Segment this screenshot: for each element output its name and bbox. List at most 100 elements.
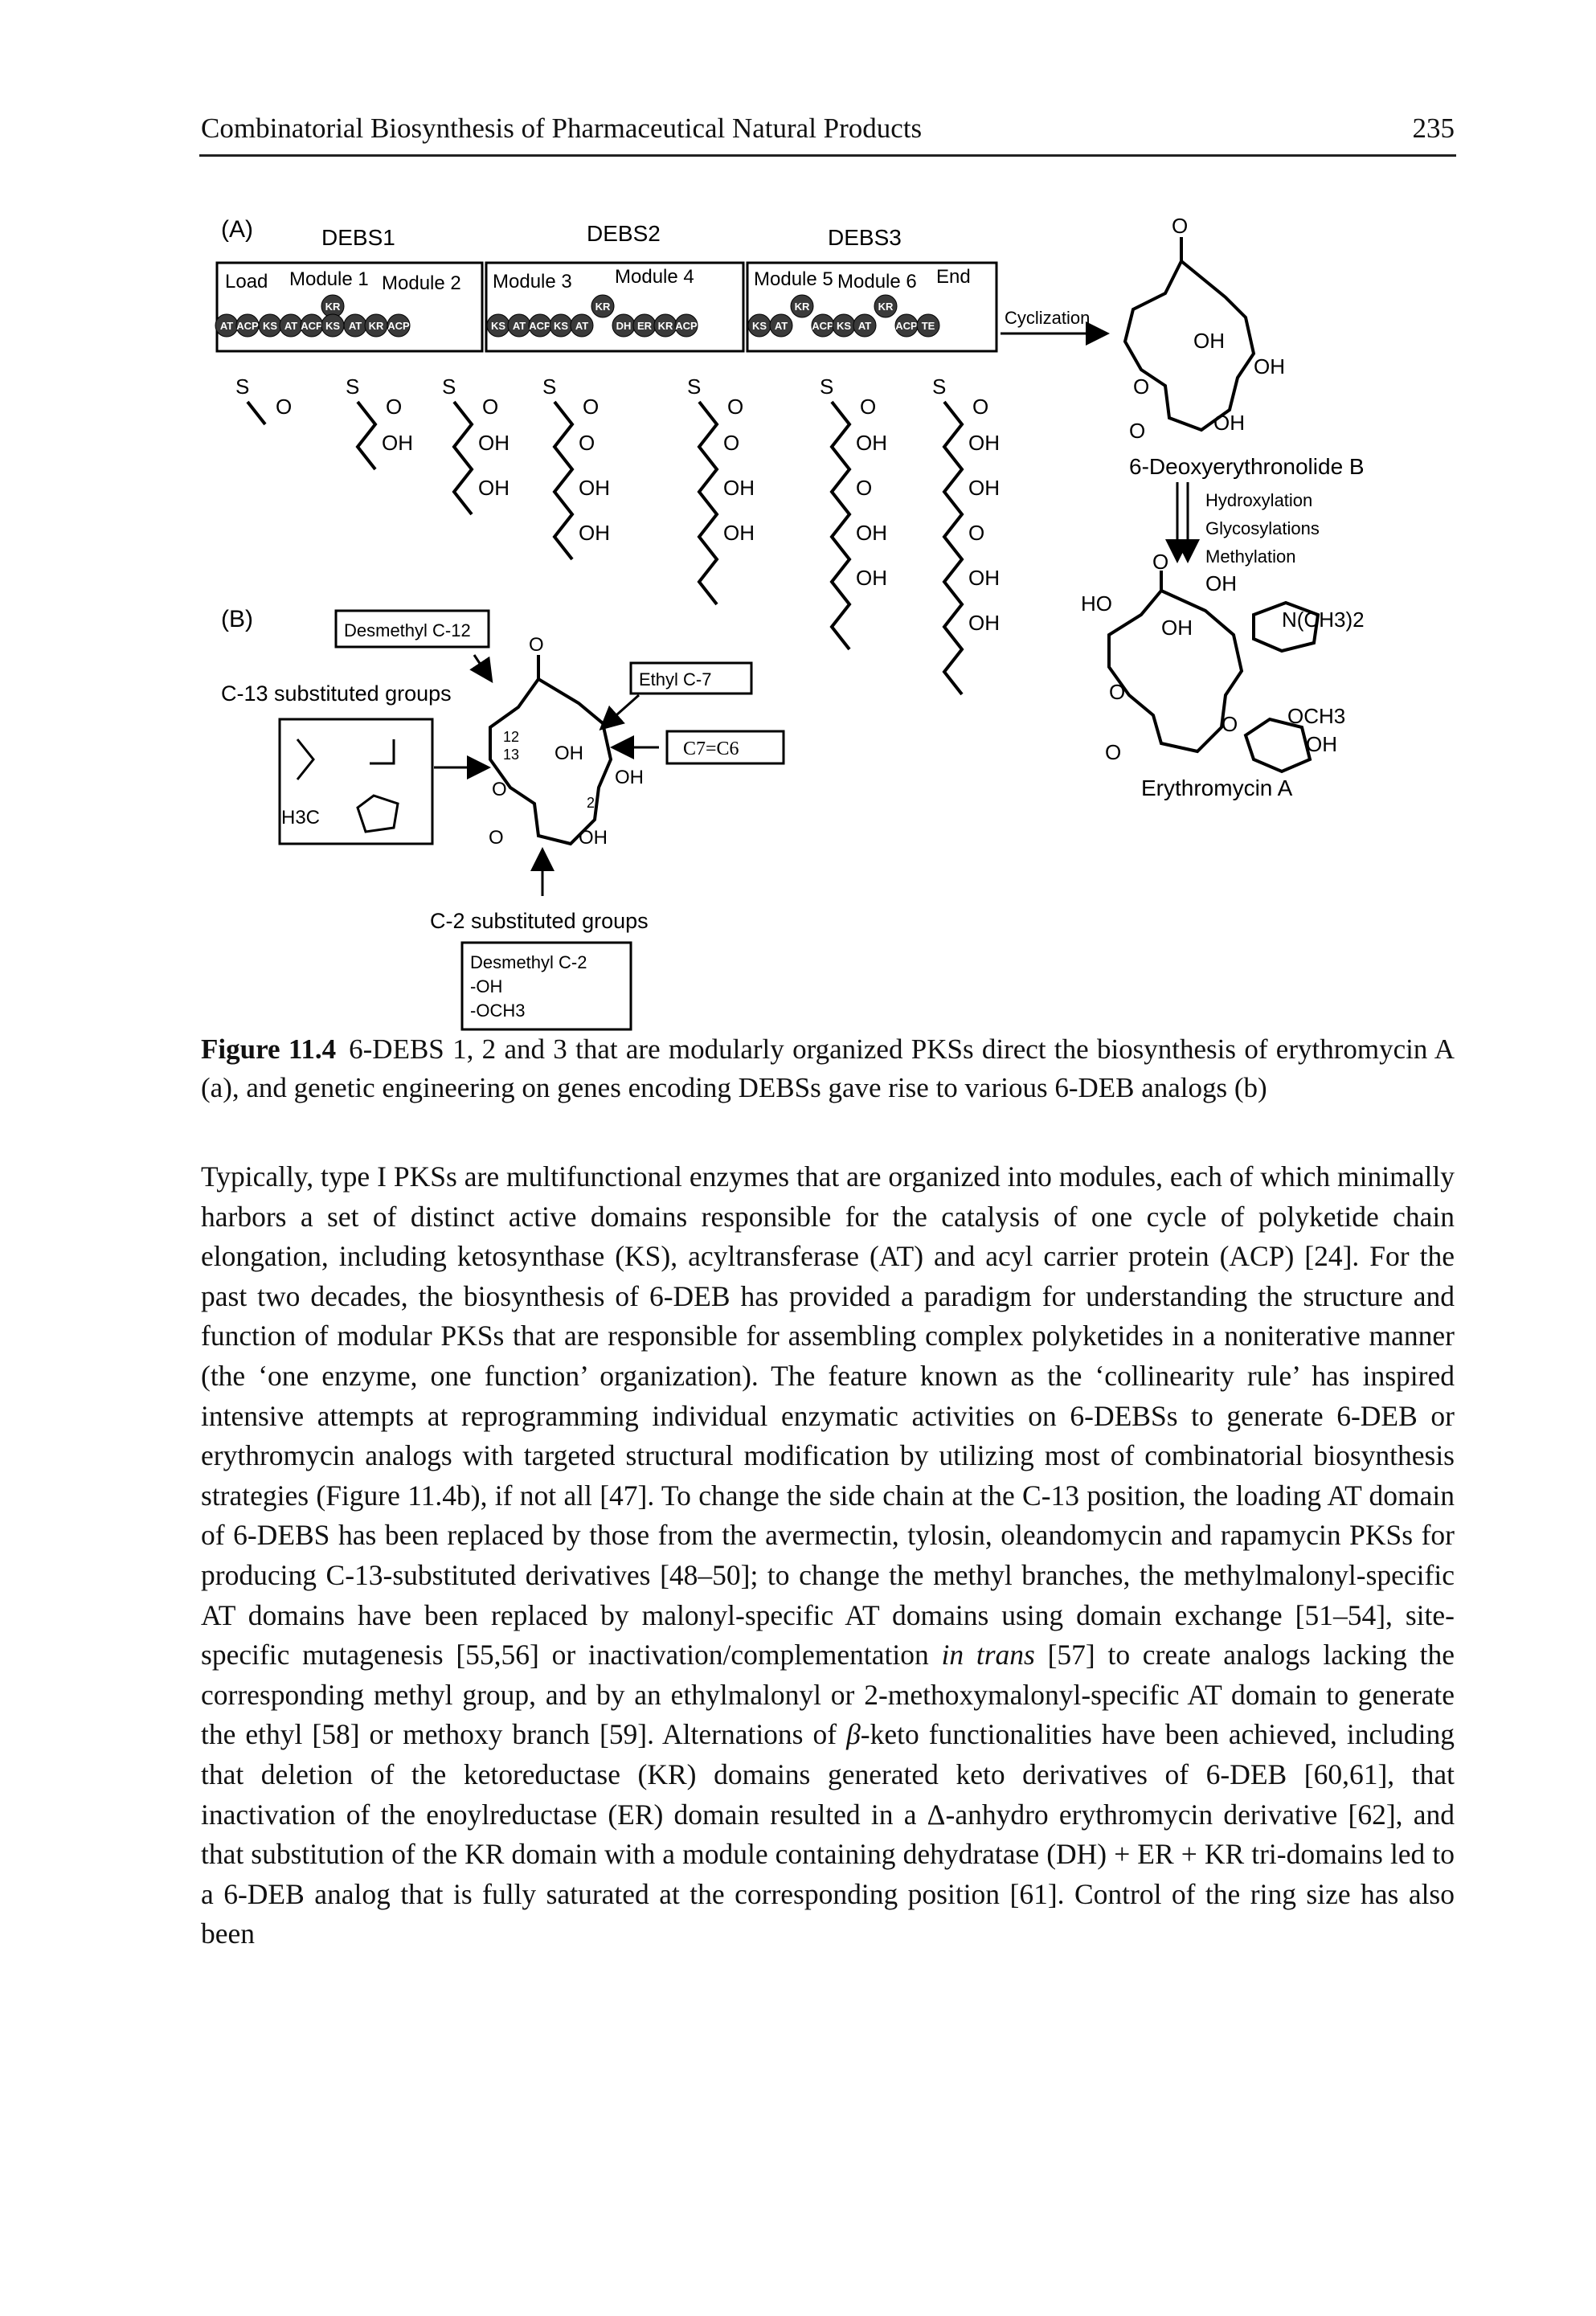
domain-label-acp: ACP (675, 320, 698, 332)
page-header: Combinatorial Biosynthesis of Pharmaceut… (201, 113, 1455, 154)
body-beta: β (846, 1718, 861, 1751)
domain-label-at: AT (775, 320, 788, 332)
debs3-label: DEBS3 (828, 225, 902, 250)
domain-label-dh: DH (616, 320, 632, 332)
thioester-o: O (972, 395, 988, 419)
ethyl-c7-label: Ethyl C-7 (639, 669, 711, 689)
body-text-part-3: -keto functionalities have been achieved… (201, 1718, 1455, 1950)
chain-substituent-oh: OH (856, 431, 887, 455)
chain-backbone (246, 400, 267, 426)
domain-label-kr: KR (595, 301, 611, 313)
caption-label: Figure 11.4 (201, 1033, 337, 1065)
analog-labels: O 12 13 OH OH OH 2 O O (489, 634, 644, 849)
domain-label-at: AT (858, 320, 871, 332)
c13-groups-box (278, 718, 434, 845)
domain-label-acp: ACP (236, 320, 259, 332)
deb-oh-1: OH (1193, 329, 1225, 353)
chain-backbone (355, 400, 378, 471)
domain-label-kr: KR (878, 301, 894, 313)
deb-oh-3: OH (1213, 411, 1245, 435)
desmethyl-c12-box (334, 609, 490, 649)
domain-label-at: AT (349, 320, 362, 332)
ery-o: O (1152, 550, 1168, 574)
chain-substituent-oh: OH (579, 476, 610, 500)
chain-substituent-oh: OH (478, 431, 509, 455)
body-text-part-2: [57] to create analogs lacking the corre… (201, 1639, 1455, 1751)
domain-at (853, 313, 877, 338)
domain-acp (387, 313, 411, 338)
c7c6-box (665, 730, 785, 765)
h3c-label: H3C (281, 807, 320, 829)
domain-label-te: TE (922, 320, 935, 332)
desmethyl-c12-label: Desmethyl C-12 (344, 620, 471, 640)
chain-substituent-o: O (579, 431, 595, 455)
domain-label-at: AT (284, 320, 297, 332)
module-4: Module 4 (615, 266, 694, 288)
module-6: Module 6 (837, 271, 917, 293)
body-text: Typically, type I PKSs are multifunction… (201, 1157, 1455, 1954)
running-title: Combinatorial Biosynthesis of Pharmaceut… (201, 113, 923, 144)
chain-substituent-o: O (856, 476, 872, 500)
thioester-s: S (820, 374, 833, 399)
caption-text: 6-DEBS 1, 2 and 3 that are modularly org… (201, 1033, 1455, 1103)
erythromycin-name: Erythromycin A (1141, 775, 1293, 800)
domain-label-kr: KR (795, 301, 810, 313)
domain-kr (874, 294, 898, 318)
domain-label-ks: KS (837, 320, 851, 332)
thioester-s: S (442, 374, 456, 399)
deb-labels: O OH OH OH O O (1129, 214, 1285, 443)
module-1: Module 1 (289, 268, 369, 290)
body-text-part-1: Typically, type I PKSs are multifunction… (201, 1160, 1455, 1672)
debs1-label: DEBS1 (321, 225, 395, 250)
body-in-trans: in trans (941, 1639, 1035, 1672)
module-2: Module 2 (382, 272, 461, 294)
module-end: End (936, 266, 971, 288)
thioester-o: O (583, 395, 599, 419)
domain-label-acp: ACP (387, 320, 410, 332)
thioester-s: S (235, 374, 249, 399)
step-hydroxylation: Hydroxylation (1205, 490, 1312, 510)
domain-te (916, 313, 940, 338)
ery-oh-3: OH (1306, 732, 1337, 756)
erythromycin-labels: O OH HO OH N(CH3)2 O OCH3 OH O O (1081, 550, 1365, 764)
domain-label-at: AT (575, 320, 588, 332)
step-methylation: Methylation (1205, 546, 1296, 567)
ery-o-carbonyl: O (1105, 740, 1121, 764)
domain-label-kr: KR (325, 301, 341, 313)
debs3-box: Module 5 Module 6 End (746, 261, 998, 353)
chain-substituent-oh: OH (968, 476, 1000, 500)
domain-label-er: ER (637, 320, 653, 332)
domain-kr (591, 294, 615, 318)
panel-b-label: (B) (221, 606, 253, 632)
ethyl-c7-box (629, 661, 753, 695)
c2-groups-label: C-2 substituted groups (430, 909, 649, 933)
analog-o: O (529, 634, 544, 656)
chain-substituent-oh: OH (723, 521, 755, 545)
chain-substituent-oh: OH (478, 476, 509, 500)
domain-kr (790, 294, 814, 318)
debs2-label: DEBS2 (587, 221, 661, 246)
thioester-s: S (542, 374, 556, 399)
step-glycosylations: Glycosylations (1205, 518, 1320, 538)
thioester-o: O (386, 395, 402, 419)
c13-groups-label: C-13 substituted groups (221, 681, 452, 706)
page-number: 235 (1412, 113, 1455, 144)
thioester-o: O (482, 395, 498, 419)
analog-num-12: 12 (503, 729, 519, 745)
analog-oh-3: OH (579, 827, 608, 849)
module-load: Load (225, 271, 268, 293)
ery-nme2: N(CH3)2 (1282, 608, 1365, 632)
c2-oh: -OH (470, 976, 502, 996)
header-rule (199, 154, 1456, 157)
domain-at (769, 313, 793, 338)
c2-och3: -OCH3 (470, 1000, 525, 1021)
analog-o-ring: O (492, 779, 507, 800)
debs1-box: Load Module 1 Module 2 (215, 261, 484, 353)
analog-oh-1: OH (555, 743, 583, 764)
domain-acp (674, 313, 698, 338)
c13-group-shapes (296, 739, 399, 833)
c12-arrow (469, 654, 493, 683)
domain-label-kr: KR (369, 320, 384, 332)
ery-o-ring: O (1109, 680, 1125, 704)
